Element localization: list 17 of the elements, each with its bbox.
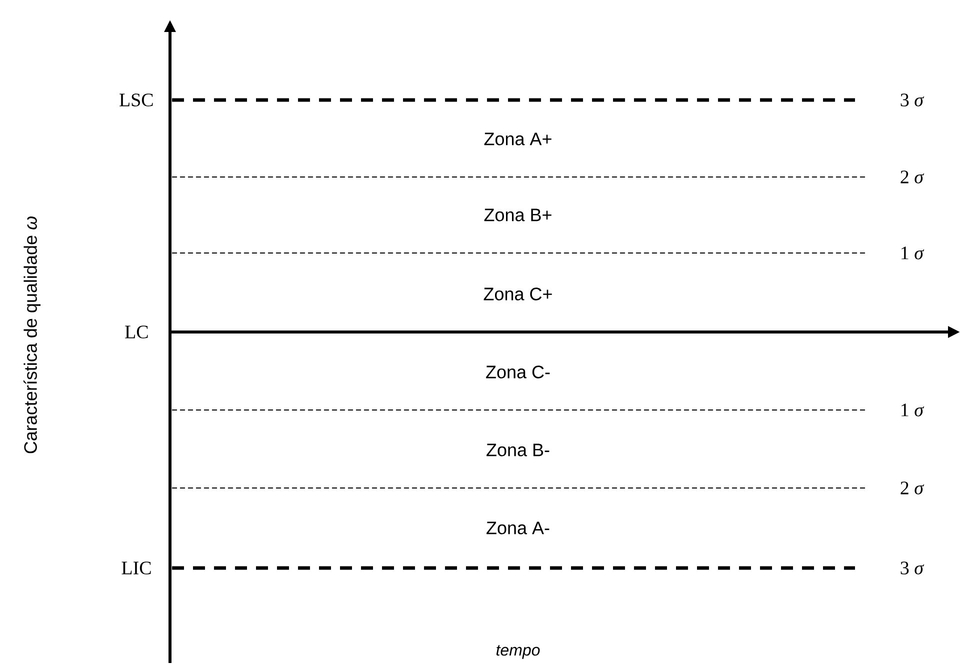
sigma-label: 1 σ — [902, 404, 924, 416]
axis-label: Característica de qualidade ω — [24, 216, 40, 454]
sigma-label: 3 σ — [900, 562, 924, 574]
limit-label: LIC — [122, 562, 151, 574]
zone-label: Zona C+ — [484, 288, 552, 300]
sigma-label: 2 σ — [900, 482, 924, 494]
zone-label: Zona B- — [486, 444, 550, 456]
limit-label: LSC — [120, 94, 153, 106]
sigma-label: 2 σ — [900, 170, 924, 184]
zone-label: Zona C- — [486, 366, 550, 378]
zone-label: Zona A+ — [484, 132, 552, 146]
sigma-label: 3 σ — [900, 94, 924, 106]
sigma-label: 1 σ — [902, 246, 924, 260]
limit-label: LC — [125, 326, 148, 338]
zone-label: Zona A- — [486, 522, 550, 534]
zone-label: Zona B+ — [484, 208, 552, 222]
axis-label: tempo — [496, 645, 540, 659]
